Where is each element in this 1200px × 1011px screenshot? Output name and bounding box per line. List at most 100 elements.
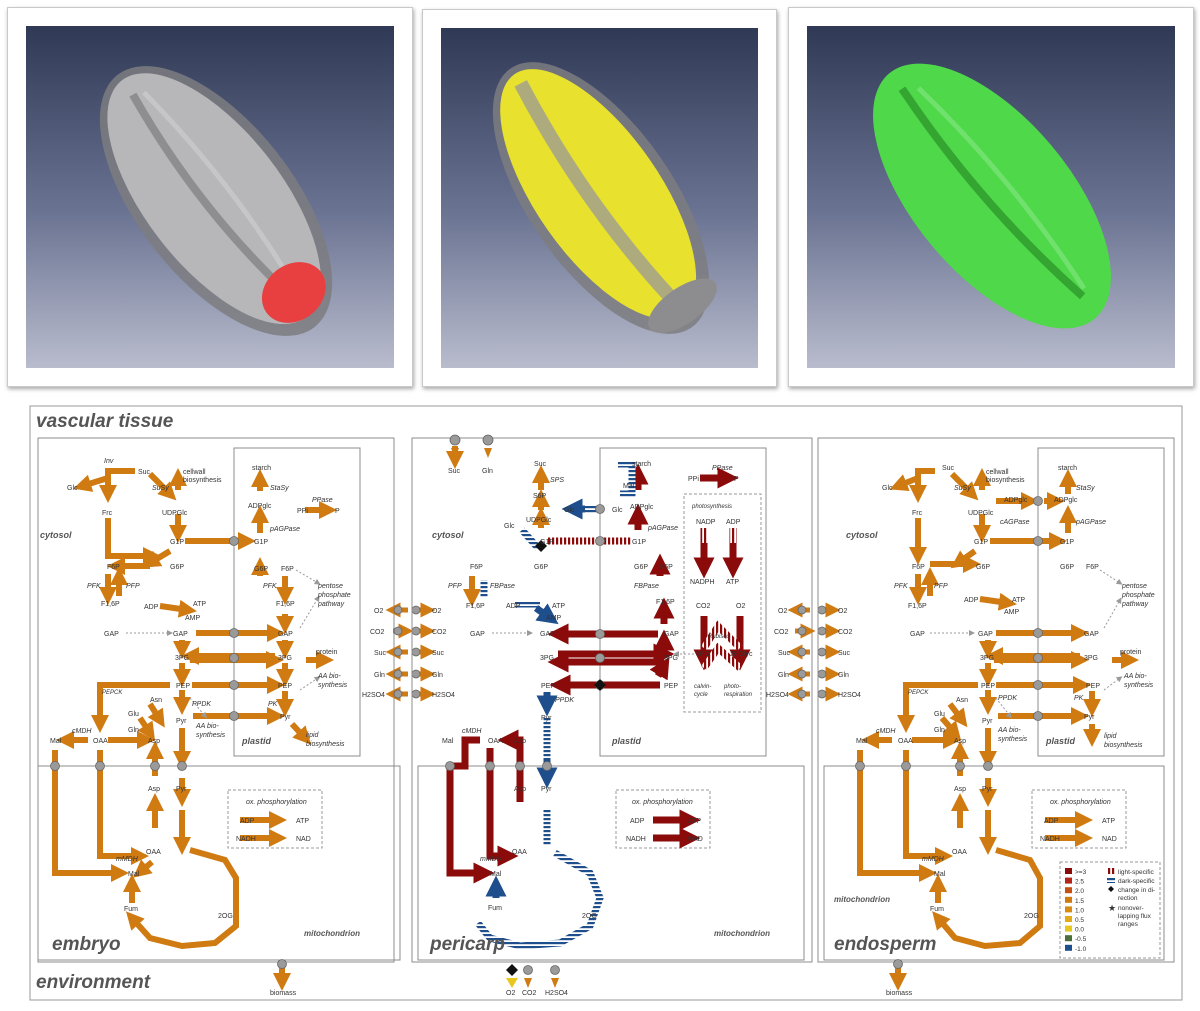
embryo-label-mal-mt: Mal: [128, 871, 140, 878]
legend-dark-specific: dark-specific: [1118, 878, 1155, 885]
legend-change-1: change in di-: [1118, 887, 1155, 894]
embryo-label-g6p: G6P: [170, 564, 184, 571]
embryo-label-f16p: F1,6P: [101, 601, 120, 608]
embryo-label-aa3: AA bio-: [195, 723, 219, 730]
exchange-left-label-suc-r: Suc: [432, 650, 445, 657]
pericarp-label-f16p: F1,6P: [466, 603, 485, 610]
endosperm-label-nadh: NADH: [1040, 836, 1060, 843]
pericarp-label-co2b: CO2: [522, 990, 537, 997]
pericarp-label-atp: ATP: [552, 603, 565, 610]
embryo-oxphos-box: [227, 789, 323, 849]
exchange-left-label-gln-r: Gln: [432, 672, 443, 679]
embryo-label-biosynthesis: biosynthesis: [183, 477, 222, 484]
exchange-left-label-suc: Suc: [374, 650, 387, 657]
pericarp-label-glc: Glc: [564, 507, 575, 514]
embryo-label-atp: ATP: [193, 601, 206, 608]
pericarp-label-gap-m: GAP: [540, 631, 555, 638]
embryo-cytosol-label: cytosol: [40, 530, 72, 540]
vascular-tissue-frame: [29, 405, 1183, 1001]
endosperm-label-2og: 2OG: [1024, 913, 1039, 920]
embryo-flux-suc-glc: [73, 474, 109, 492]
embryo-flux-arrows: [52, 468, 337, 991]
endosperm-label-pep: PEP: [981, 683, 995, 690]
embryo-label-nad: NAD: [296, 836, 311, 843]
pericarp-label-ppdk: PPDK: [555, 697, 574, 704]
endosperm-seed-image: [873, 63, 1111, 329]
endosperm-link-ppp: [1099, 569, 1123, 585]
legend-swatch-label: 1.0: [1075, 907, 1084, 914]
endosperm-label-f16p: F1,6P: [908, 603, 927, 610]
pericarp-label-fbpase-plastid: FBPase: [634, 583, 659, 590]
endosperm-mitochondrion-label: mitochondrion: [834, 895, 890, 904]
pericarp-label-nadph: NADPH: [690, 579, 715, 586]
embryo-label-pyr-plastid: Pyr: [280, 714, 291, 721]
endosperm-link-aa2: [1103, 676, 1123, 691]
pericarp-plastid-label: plastid: [611, 736, 642, 746]
embryo-label-2og: 2OG: [218, 913, 233, 920]
endosperm-label-adpglc: ADPglc: [1004, 497, 1028, 504]
pericarp-label-asp-mt: Asp: [514, 786, 526, 793]
pericarp-mitochondrion-label: mitochondrion: [714, 929, 770, 938]
endosperm-highlight: [873, 63, 1111, 329]
endosperm-label-asp-mt: Asp: [954, 786, 966, 793]
pericarp-label-ppi: PPi: [688, 476, 699, 483]
legend-diamond-icon: [1108, 886, 1114, 892]
endosperm-flux-atp: [979, 592, 1017, 611]
exchange-left-label-h2so4-r: H2SO4: [432, 692, 455, 699]
pericarp-label-adp: ADP: [506, 603, 521, 610]
endosperm-label-lipid1: lipid: [1104, 733, 1118, 740]
embryo-label-pyr-mt: Pyr: [176, 786, 187, 793]
environment-title: environment: [36, 972, 151, 993]
embryo-title: embryo: [52, 934, 121, 955]
embryo-panel: Inv Suc SuSy cellwall biosynthesis Glc F…: [37, 437, 401, 997]
pericarp-label-calvin2: cycle: [694, 692, 708, 698]
pericarp-cytosol-label: cytosol: [432, 530, 464, 540]
pericarp-label-glc-plastid: Glc: [612, 507, 623, 514]
embryo-label-pep-plastid: PEP: [278, 683, 292, 690]
pericarp-label-s6p: S6P: [533, 493, 547, 500]
pericarp-flux-asp-oaa: [497, 729, 524, 802]
legend-swatch-label: 2.5: [1075, 879, 1084, 886]
endosperm-flux-mal-mt: [857, 750, 937, 882]
pericarp-label-photo1: photo-: [723, 684, 741, 690]
embryo-label-pepck: PEPCK: [102, 690, 123, 696]
embryo-label-adpglc: ADPglc: [248, 503, 272, 510]
embryo-label-p: P: [335, 508, 340, 515]
pericarp-label-pep: PEP: [541, 683, 555, 690]
pericarp-label-sps: SPS: [550, 477, 564, 484]
embryo-flux-mmdh: [133, 859, 154, 878]
pericarp-label-gap-plastid: GAP: [664, 631, 679, 638]
exchange-left-label-co2: CO2: [370, 629, 385, 636]
embryo-label-g6p-plastid: G6P: [254, 566, 268, 573]
pericarp-label-oxphos: ox. phosphorylation: [632, 799, 693, 806]
pericarp-flux-photoresp: [701, 642, 743, 671]
legend-star-icon: ★: [1108, 903, 1116, 913]
legend-swatch: [1065, 916, 1072, 922]
embryo-flux-frc-f6p: [105, 518, 161, 565]
pericarp-label-adp2: ADP: [630, 818, 645, 825]
endosperm-label-frc: Frc: [912, 510, 923, 517]
embryo-label-gap-m: GAP: [173, 631, 188, 638]
embryo-label-amp: AMP: [185, 615, 201, 622]
embryo-label-ppp1: pentose: [317, 583, 343, 590]
exchange-right: O2 O2 CO2 CO2 Suc Suc Gln Gln H2SO4 H2SO…: [766, 602, 861, 702]
endosperm-flux-pepck: [897, 682, 978, 733]
legend-swatch: [1065, 935, 1072, 942]
exchange-right-label-gln-r: Gln: [838, 672, 849, 679]
pericarp-co2-arrow: [524, 978, 532, 988]
embryo-label-pfp: PFP: [126, 583, 140, 590]
endosperm-label-oaa-mt: OAA: [952, 849, 967, 856]
endosperm-label-asp: Asp: [954, 738, 966, 745]
endosperm-label-g1p: G1P: [974, 539, 988, 546]
embryo-mitochondrion-frame: [37, 765, 401, 961]
pericarp-label-starch: starch: [632, 461, 651, 468]
pericarp-direction-change-3: [506, 964, 518, 976]
legend-swatch: [1065, 944, 1072, 951]
embryo-label-ppp3: pathway: [317, 601, 345, 608]
pericarp-label-mal-c: Mal: [442, 738, 454, 745]
endosperm-label-udpglc: UDPGlc: [968, 510, 994, 517]
endosperm-label-asn: Asn: [956, 697, 968, 704]
endosperm-label-adp: ADP: [964, 597, 979, 604]
embryo-label-f16p-plastid: F1,6P: [276, 601, 295, 608]
endosperm-flux-oaa-mt: [903, 750, 953, 865]
